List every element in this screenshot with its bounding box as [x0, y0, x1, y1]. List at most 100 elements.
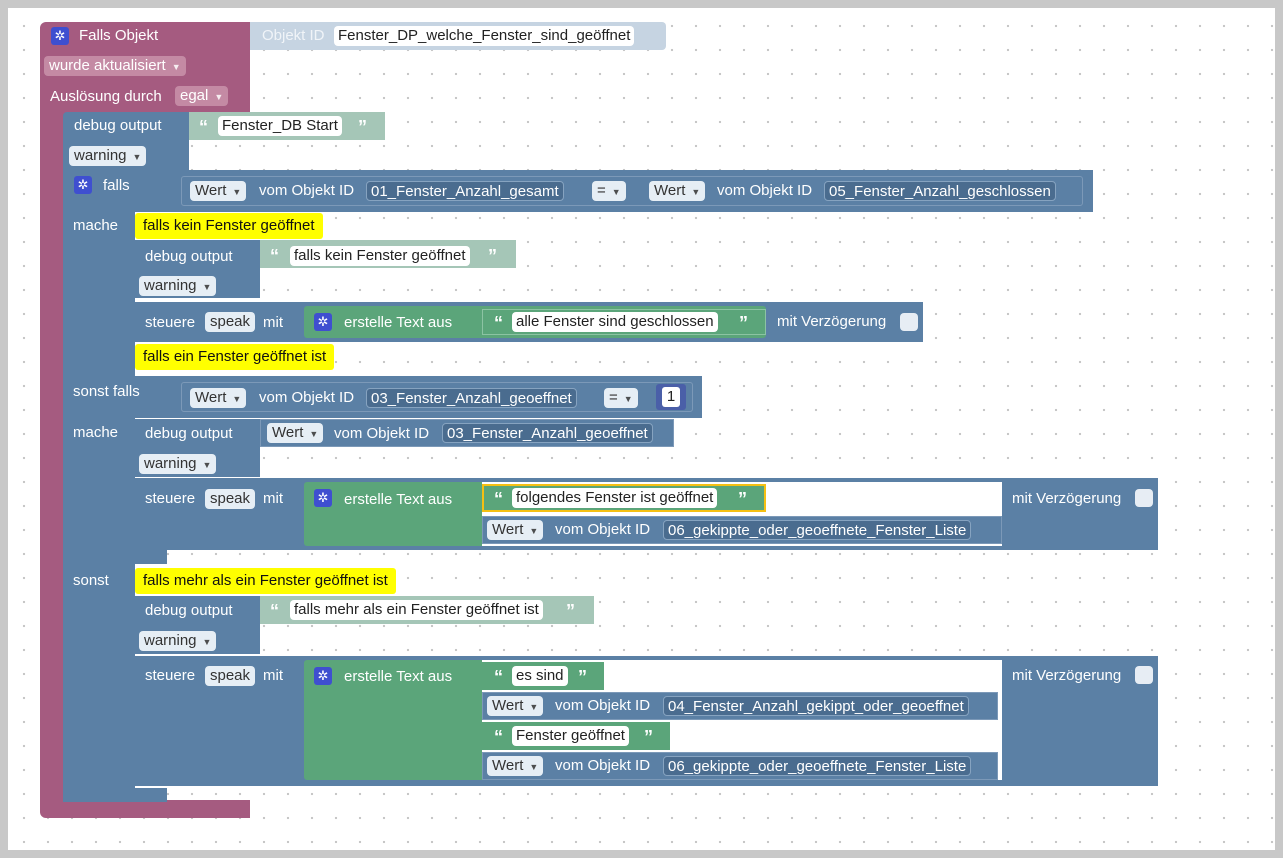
from-object-label: vom Objekt ID: [717, 182, 813, 199]
chevron-down-icon: ▼: [611, 187, 621, 197]
delay-checkbox[interactable]: [1135, 489, 1153, 507]
speak-value: speak: [210, 667, 251, 684]
trigger-event-dropdown[interactable]: wurde aktualisiert ▼: [44, 56, 186, 76]
trigger-title: Falls Objekt: [79, 27, 159, 44]
delay-checkbox[interactable]: [900, 313, 918, 331]
chevron-down-icon: ▼: [171, 62, 181, 72]
close-quote-icon: ”: [739, 313, 748, 333]
value-type-text: Wert: [272, 424, 304, 441]
close-quote-icon: ”: [566, 601, 575, 621]
close-quote-icon: ”: [738, 489, 747, 509]
from-object-label: vom Objekt ID: [334, 425, 430, 442]
text-join-label: erstelle Text aus: [344, 668, 453, 685]
value-type-dropdown[interactable]: Wert▼: [487, 696, 544, 716]
gear-icon[interactable]: ✲: [314, 489, 332, 507]
number-field[interactable]: 1: [662, 387, 680, 407]
object-id-field[interactable]: 01_Fenster_Anzahl_gesamt: [366, 181, 564, 201]
value-type-dropdown[interactable]: Wert▼: [649, 181, 706, 201]
mache-label: mache: [73, 424, 119, 441]
gear-icon[interactable]: ✲: [51, 27, 69, 45]
text-field[interactable]: Fenster_DB Start: [218, 116, 342, 136]
value-type-dropdown[interactable]: Wert ▼: [190, 181, 247, 201]
from-object-label: vom Objekt ID: [555, 757, 651, 774]
gear-icon[interactable]: ✲: [74, 176, 92, 194]
debug-level-dropdown[interactable]: warning ▼: [139, 631, 217, 651]
gear-icon[interactable]: ✲: [314, 667, 332, 685]
chevron-down-icon: ▼: [529, 762, 539, 772]
value-type-dropdown[interactable]: Wert▼: [487, 520, 544, 540]
operator-dropdown[interactable]: =▼: [592, 181, 626, 201]
chevron-down-icon: ▼: [529, 702, 539, 712]
object-id-field[interactable]: 03_Fenster_Anzahl_geoeffnet: [442, 423, 653, 443]
open-quote-icon: “: [494, 313, 503, 333]
object-id-field[interactable]: 03_Fenster_Anzahl_geoeffnet: [366, 388, 577, 408]
debug-output-label: debug output: [74, 117, 162, 134]
mache-label: mache: [73, 217, 119, 234]
debug-level-value: warning: [144, 277, 197, 294]
close-quote-icon: ”: [358, 117, 367, 137]
delay-checkbox[interactable]: [1135, 666, 1153, 684]
text-field[interactable]: es sind: [512, 666, 568, 686]
chevron-down-icon: ▼: [214, 92, 224, 102]
debug-level-dropdown[interactable]: warning▼: [139, 454, 217, 474]
delay-label: mit Verzögerung: [1012, 667, 1122, 684]
object-id-label: Objekt ID: [262, 27, 325, 44]
text-field[interactable]: folgendes Fenster ist geöffnet: [512, 488, 718, 508]
debug-output-label: debug output: [145, 425, 233, 442]
if-block-footer: [63, 788, 167, 802]
text-field[interactable]: falls mehr als ein Fenster geöffnet ist: [290, 600, 543, 620]
speak-dropdown[interactable]: speak: [205, 312, 256, 332]
operator-dropdown[interactable]: =▼: [604, 388, 638, 408]
open-quote-icon: “: [494, 489, 503, 509]
comment-block[interactable]: falls mehr als ein Fenster geöffnet ist: [135, 568, 396, 594]
object-id-field[interactable]: Fenster_DP_welche_Fenster_sind_geöffnet: [334, 26, 635, 46]
open-quote-icon: “: [494, 667, 503, 687]
text-field[interactable]: alle Fenster sind geschlossen: [512, 312, 718, 332]
chevron-down-icon: ▼: [623, 394, 633, 404]
operator-value: =: [609, 389, 618, 406]
value-type-dropdown[interactable]: Wert▼: [190, 388, 247, 408]
debug-level-value: warning: [144, 632, 197, 649]
object-id-field[interactable]: 05_Fenster_Anzahl_geschlossen: [824, 181, 1056, 201]
comment-block[interactable]: falls kein Fenster geöffnet: [135, 213, 323, 239]
open-quote-icon: “: [270, 246, 279, 266]
object-id-field[interactable]: 06_gekippte_oder_geoeffnete_Fenster_List…: [663, 520, 972, 540]
mit-label: mit: [263, 667, 283, 684]
close-quote-icon: ”: [488, 246, 497, 266]
trigger-event-value: wurde aktualisiert: [49, 57, 166, 74]
chevron-down-icon: ▼: [202, 460, 212, 470]
gear-icon[interactable]: ✲: [314, 313, 332, 331]
text-join-label: erstelle Text aus: [344, 491, 453, 508]
falls-label: falls: [103, 177, 130, 194]
blockly-workspace[interactable]: ✲ Falls Objekt wurde aktualisiert ▼ Auslö…: [8, 8, 1275, 850]
speak-value: speak: [210, 490, 251, 507]
from-object-label: vom Objekt ID: [259, 389, 355, 406]
speak-dropdown[interactable]: speak: [205, 666, 256, 686]
debug-level-dropdown[interactable]: warning▼: [139, 276, 217, 296]
debug-level-dropdown[interactable]: warning ▼: [69, 146, 147, 166]
from-object-label: vom Objekt ID: [259, 182, 355, 199]
else-row: [135, 550, 167, 564]
chevron-down-icon: ▼: [232, 187, 242, 197]
object-id-field[interactable]: 04_Fenster_Anzahl_gekippt_oder_geoeffnet: [663, 696, 969, 716]
comment-block[interactable]: falls ein Fenster geöffnet ist: [135, 344, 335, 370]
if-block-spine: [63, 208, 135, 802]
trigger-by-label: Auslösung durch: [50, 88, 162, 105]
steuere-label: steuere: [145, 490, 196, 507]
value-type-dropdown[interactable]: Wert▼: [267, 423, 324, 443]
from-object-label: vom Objekt ID: [555, 521, 651, 538]
debug-output-label: debug output: [145, 602, 233, 619]
object-id-field[interactable]: 06_gekippte_oder_geoeffnete_Fenster_List…: [663, 756, 972, 776]
trigger-by-dropdown[interactable]: egal ▼: [175, 86, 229, 106]
chevron-down-icon: ▼: [202, 637, 212, 647]
value-type-text: Wert: [195, 182, 227, 199]
value-type-text: Wert: [195, 389, 227, 406]
text-field[interactable]: Fenster geöffnet: [512, 726, 629, 746]
debug-level-value: warning: [74, 147, 127, 164]
from-object-label: vom Objekt ID: [555, 697, 651, 714]
trigger-by-value: egal: [180, 87, 209, 104]
speak-dropdown[interactable]: speak: [205, 489, 256, 509]
text-field[interactable]: falls kein Fenster geöffnet: [290, 246, 470, 266]
value-type-dropdown[interactable]: Wert▼: [487, 756, 544, 776]
chevron-down-icon: ▼: [132, 152, 142, 162]
